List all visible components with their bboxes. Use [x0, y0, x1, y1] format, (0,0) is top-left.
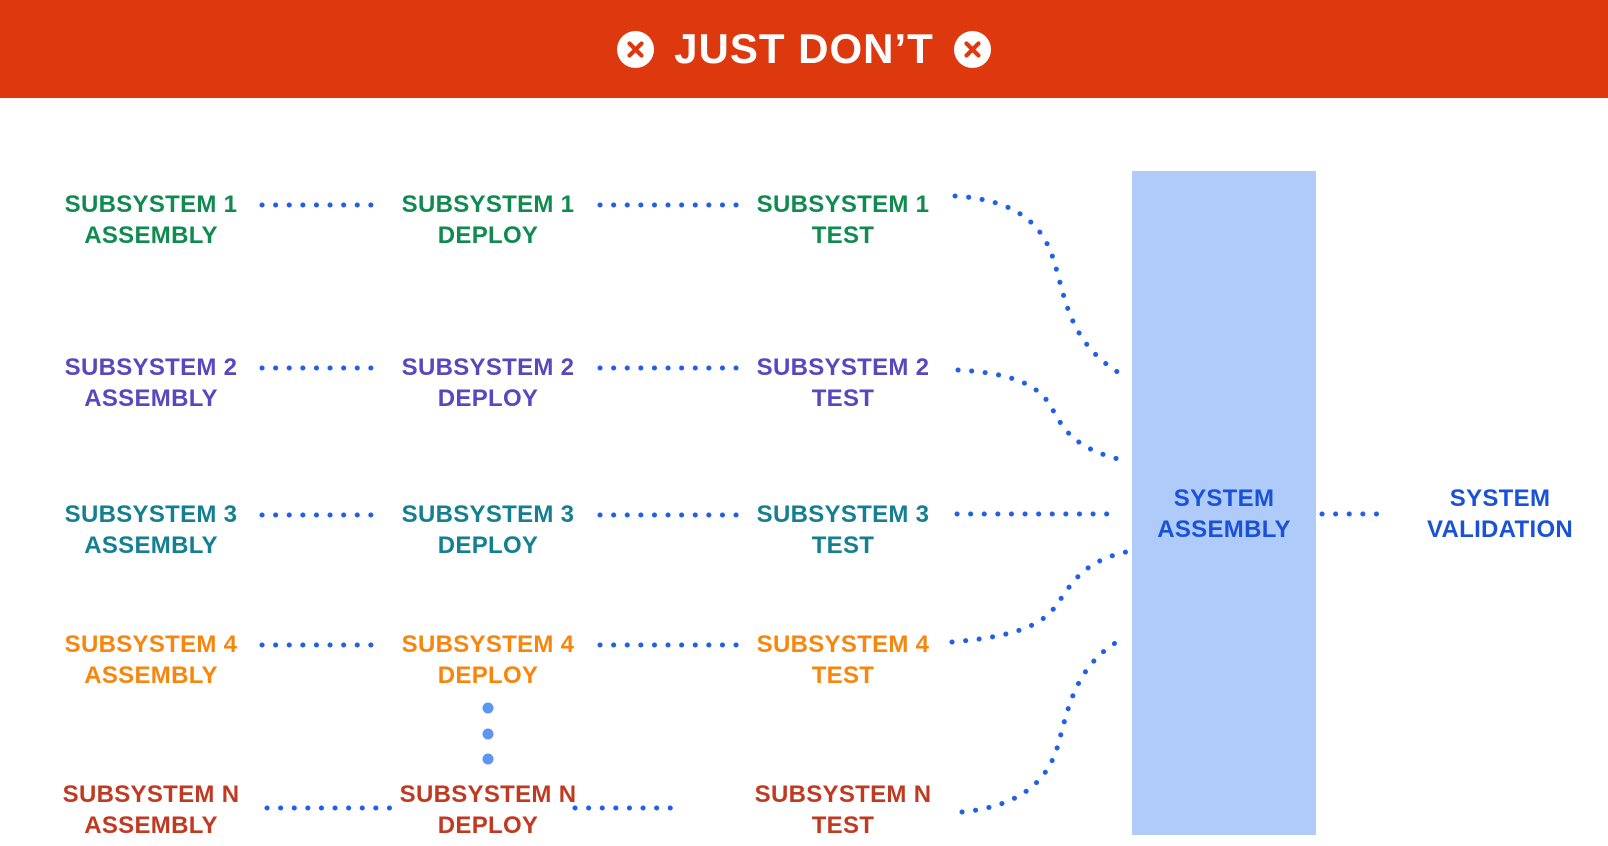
system-assembly-box	[1132, 171, 1316, 835]
label-line2: TEST	[811, 385, 875, 412]
label-line1: SUBSYSTEM 3	[756, 501, 930, 528]
label-line2: DEPLOY	[437, 385, 539, 412]
label-line1: SUBSYSTEM 2	[756, 354, 930, 381]
connector-row2-test-to-box	[955, 367, 1129, 464]
subsystem-1-test-label: SUBSYSTEM 1 TEST	[757, 189, 930, 251]
label-line2: ASSEMBLY	[84, 222, 218, 249]
banner: JUST DON’T	[0, 0, 1608, 98]
label-line1: SUBSYSTEM 1	[401, 191, 575, 218]
label-line2: TEST	[811, 662, 875, 689]
label-line1: SYSTEM	[1173, 485, 1275, 512]
label-line1: SUBSYSTEM N	[399, 781, 577, 808]
subsystem-1-assembly-label: SUBSYSTEM 1 ASSEMBLY	[65, 189, 238, 251]
subsystem-3-test-label: SUBSYSTEM 3 TEST	[757, 499, 930, 561]
label-line2: ASSEMBLY	[84, 812, 218, 839]
label-line2: DEPLOY	[437, 532, 539, 559]
label-line1: SUBSYSTEM N	[62, 781, 240, 808]
system-assembly-label: SYSTEM ASSEMBLY	[1157, 483, 1291, 545]
label-line2: TEST	[811, 222, 875, 249]
subsystem-2-test-label: SUBSYSTEM 2 TEST	[757, 352, 930, 414]
subsystem-3-assembly-label: SUBSYSTEM 3 ASSEMBLY	[65, 499, 238, 561]
label-line2: ASSEMBLY	[84, 532, 218, 559]
cross-circle-icon	[953, 30, 991, 68]
connector-row1-test-to-box	[952, 193, 1129, 380]
subsystem-n-test-label: SUBSYSTEM N TEST	[755, 779, 932, 841]
label-line1: SUBSYSTEM 3	[401, 501, 575, 528]
label-line2: DEPLOY	[437, 662, 539, 689]
ellipsis-dots	[482, 702, 494, 765]
banner-title: JUST DON’T	[674, 25, 934, 72]
label-line2: ASSEMBLY	[84, 385, 218, 412]
label-line2: ASSEMBLY	[84, 662, 218, 689]
subsystem-3-deploy-label: SUBSYSTEM 3 DEPLOY	[402, 499, 575, 561]
label-line2: DEPLOY	[437, 812, 539, 839]
subsystem-2-assembly-label: SUBSYSTEM 2 ASSEMBLY	[65, 352, 238, 414]
label-line1: SUBSYSTEM 1	[756, 191, 930, 218]
connector-rowN-test-to-box	[959, 634, 1129, 815]
label-line1: SUBSYSTEM 3	[64, 501, 238, 528]
label-line1: SUBSYSTEM N	[754, 781, 932, 808]
label-line1: SUBSYSTEM 2	[401, 354, 575, 381]
system-validation-label: SYSTEM VALIDATION	[1427, 483, 1573, 545]
label-line2: TEST	[811, 812, 875, 839]
label-line1: SUBSYSTEM 2	[64, 354, 238, 381]
cross-circle-icon	[617, 30, 655, 68]
subsystem-4-test-label: SUBSYSTEM 4 TEST	[757, 629, 930, 691]
subsystem-2-deploy-label: SUBSYSTEM 2 DEPLOY	[402, 352, 575, 414]
subsystem-n-assembly-label: SUBSYSTEM N ASSEMBLY	[63, 779, 240, 841]
subsystem-4-deploy-label: SUBSYSTEM 4 DEPLOY	[402, 629, 575, 691]
subsystem-4-assembly-label: SUBSYSTEM 4 ASSEMBLY	[65, 629, 238, 691]
label-line2: TEST	[811, 532, 875, 559]
label-line1: SUBSYSTEM 1	[64, 191, 238, 218]
label-line1: SUBSYSTEM 4	[756, 631, 930, 658]
label-line2: ASSEMBLY	[1157, 516, 1291, 543]
label-line2: VALIDATION	[1426, 516, 1574, 543]
label-line2: DEPLOY	[437, 222, 539, 249]
label-line1: SUBSYSTEM 4	[401, 631, 575, 658]
label-line1: SUBSYSTEM 4	[64, 631, 238, 658]
label-line1: SYSTEM	[1449, 485, 1551, 512]
connector-row4-test-to-box	[949, 549, 1129, 645]
subsystem-1-deploy-label: SUBSYSTEM 1 DEPLOY	[402, 189, 575, 251]
subsystem-n-deploy-label: SUBSYSTEM N DEPLOY	[400, 779, 577, 841]
